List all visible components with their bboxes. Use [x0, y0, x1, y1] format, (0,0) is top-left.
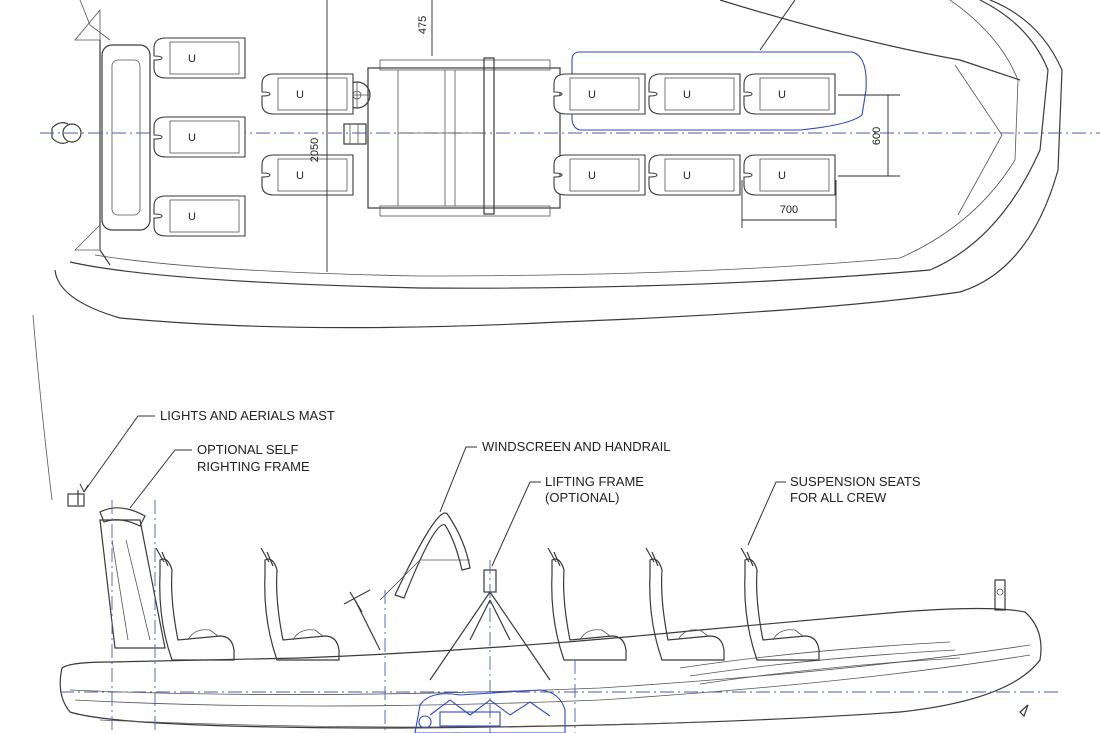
side-seat-5: [740, 547, 820, 661]
dim-seat-spacing-label: 600: [871, 127, 883, 145]
dim-seat-pitch-label: 700: [780, 204, 798, 216]
side-seat-2: [260, 547, 340, 661]
callout-lifting-line2: (OPTIONAL): [545, 490, 619, 505]
plan-seat-5: U: [261, 154, 354, 196]
dim-console-label: 475: [417, 16, 429, 34]
callout-self-righting-line2: RIGHTING FRAME: [197, 459, 310, 474]
plan-forward-seat-zone: [571, 51, 867, 131]
plan-stern-corner-top: [74, 8, 101, 41]
plan-seat-10-glyph: U: [683, 170, 691, 182]
plan-seat-6-glyph: U: [588, 89, 596, 101]
plan-seat-group: U U U U U U U U U U U: [153, 37, 836, 237]
plan-bow-top: [719, 0, 1021, 81]
callout-seats-line1: SUSPENSION SEATS: [790, 474, 921, 489]
plan-seat-11-glyph: U: [778, 170, 786, 182]
plan-seat-5-glyph: U: [296, 170, 304, 182]
plan-seat-7: U: [648, 73, 741, 115]
plan-bow-inner: [954, 64, 1003, 216]
plan-console: [367, 57, 561, 217]
side-engine-outline: [414, 689, 566, 733]
plan-seat-4: U: [261, 73, 354, 115]
plan-mast-fitting: [62, 123, 82, 143]
plan-view: U U U U U U U U U U U 2050 475 600 700: [40, 0, 1100, 329]
side-self-righting-frame: [99, 500, 166, 733]
callout-self-righting: OPTIONAL SELF RIGHTING FRAME: [129, 442, 310, 509]
callout-suspension-seats: SUSPENSION SEATS FOR ALL CREW: [747, 474, 921, 546]
side-lights-aerials-mast: [67, 490, 85, 507]
callout-mast: LIGHTS AND AERIALS MAST: [79, 408, 335, 493]
callout-windscreen-label: WINDSCREEN AND HANDRAIL: [482, 439, 671, 454]
side-tube-band: [69, 644, 1031, 695]
plan-seat-8-glyph: U: [778, 89, 786, 101]
callout-lifting-frame: LIFTING FRAME (OPTIONAL): [491, 474, 644, 567]
side-tube-outline: [59, 607, 1042, 729]
plan-seat-3-glyph: U: [188, 211, 196, 223]
plan-hull-outline: [54, 0, 1063, 329]
side-profile-view: LIGHTS AND AERIALS MAST OPTIONAL SELF RI…: [32, 314, 1060, 733]
plan-seat-10: U: [648, 154, 741, 196]
plan-throttle-icon: [343, 123, 367, 145]
plan-stern-corner-bottom: [74, 224, 101, 251]
plan-seat-8: U: [743, 73, 836, 115]
plan-seat-4-glyph: U: [296, 89, 304, 101]
side-lifting-frame: [429, 560, 551, 733]
plan-seat-2-glyph: U: [188, 132, 196, 144]
plan-seat-9: U: [553, 154, 646, 196]
plan-seat-2: U: [153, 116, 246, 158]
plan-seat-6: U: [553, 73, 646, 115]
side-arc-guide: [32, 314, 53, 501]
side-steering-wheel-icon: [343, 589, 381, 651]
side-bow-fitting: [994, 579, 1006, 611]
callout-mast-label: LIGHTS AND AERIALS MAST: [160, 408, 335, 423]
callout-seats-line2: FOR ALL CREW: [790, 490, 887, 505]
plan-seat-7-glyph: U: [683, 89, 691, 101]
callout-lifting-line1: LIFTING FRAME: [545, 474, 644, 489]
plan-seat-1: U: [153, 37, 246, 79]
callout-windscreen: WINDSCREEN AND HANDRAIL: [439, 439, 671, 513]
plan-self-righting-inner: [111, 59, 141, 216]
plan-seat-9-glyph: U: [588, 170, 596, 182]
plan-seat-3: U: [153, 195, 246, 237]
dim-beam-label: 2050: [309, 138, 321, 162]
callout-self-righting-line1: OPTIONAL SELF: [197, 442, 298, 457]
plan-dimensions: 2050 475 600 700: [309, 0, 900, 272]
side-windscreen-handrail: [394, 512, 471, 599]
plan-seat-11: U: [743, 154, 836, 196]
side-seat-group: [155, 547, 820, 661]
side-seat-1: [155, 547, 235, 661]
side-seat-4: [645, 547, 725, 661]
plan-seat-1-glyph: U: [188, 53, 196, 65]
plan-deck-edge-top: [79, 0, 111, 41]
plan-tube-inner: [69, 0, 1049, 289]
side-seat-3: [547, 547, 627, 661]
plan-self-righting-frame: [101, 44, 151, 231]
